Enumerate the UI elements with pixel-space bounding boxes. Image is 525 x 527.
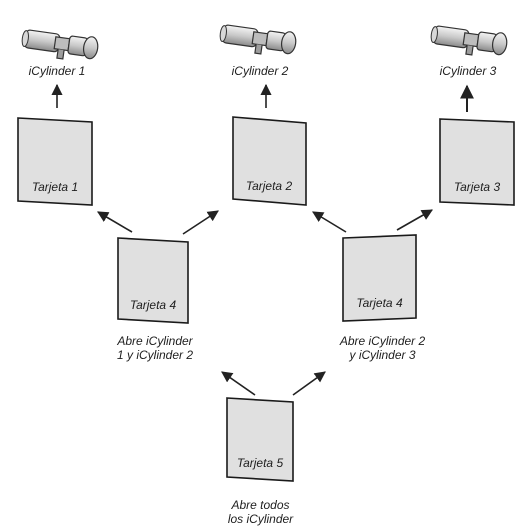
arrow-card4l-to-card1 xyxy=(97,211,133,233)
arrow-card4l-to-card2 xyxy=(182,210,219,235)
card-4-right xyxy=(342,234,417,322)
arrow-card4r-to-card2 xyxy=(312,211,347,233)
card-4-left xyxy=(117,237,189,324)
card-3-label: Tarjeta 3 xyxy=(453,180,501,194)
card-5-caption-line1: Abre todos xyxy=(231,498,290,512)
card-4-right-label: Tarjeta 4 xyxy=(356,296,403,310)
card-1 xyxy=(17,117,93,206)
cylinder-3-label: iCylinder 3 xyxy=(439,64,497,78)
card-2 xyxy=(232,116,307,206)
card-5-caption-line2: los iCylinder xyxy=(227,512,294,526)
cylinder-3-icon xyxy=(428,22,509,61)
card-3 xyxy=(439,118,515,206)
card-4-right-caption-line1: Abre iCylinder 2 xyxy=(339,334,426,348)
card-4-left-label: Tarjeta 4 xyxy=(129,298,177,312)
cylinder-2-icon xyxy=(217,21,298,60)
card-2-label: Tarjeta 2 xyxy=(245,179,293,193)
card-4-right-caption-line2: y iCylinder 3 xyxy=(349,348,416,362)
arrow-card4r-to-card3 xyxy=(396,209,433,231)
cylinder-1-label: iCylinder 1 xyxy=(28,64,86,78)
card-4-left-caption-line2: 1 y iCylinder 2 xyxy=(116,348,194,362)
card-5-label: Tarjeta 5 xyxy=(236,456,284,470)
arrow-card5-to-card4l xyxy=(221,371,256,396)
cylinder-1-icon xyxy=(19,26,100,65)
card-5 xyxy=(226,397,294,482)
card-4-left-caption-line1: Abre iCylinder xyxy=(117,334,193,348)
arrow-card5-to-card4r xyxy=(292,371,326,396)
card-1-label: Tarjeta 1 xyxy=(31,180,79,194)
cylinder-2-label: iCylinder 2 xyxy=(231,64,289,78)
